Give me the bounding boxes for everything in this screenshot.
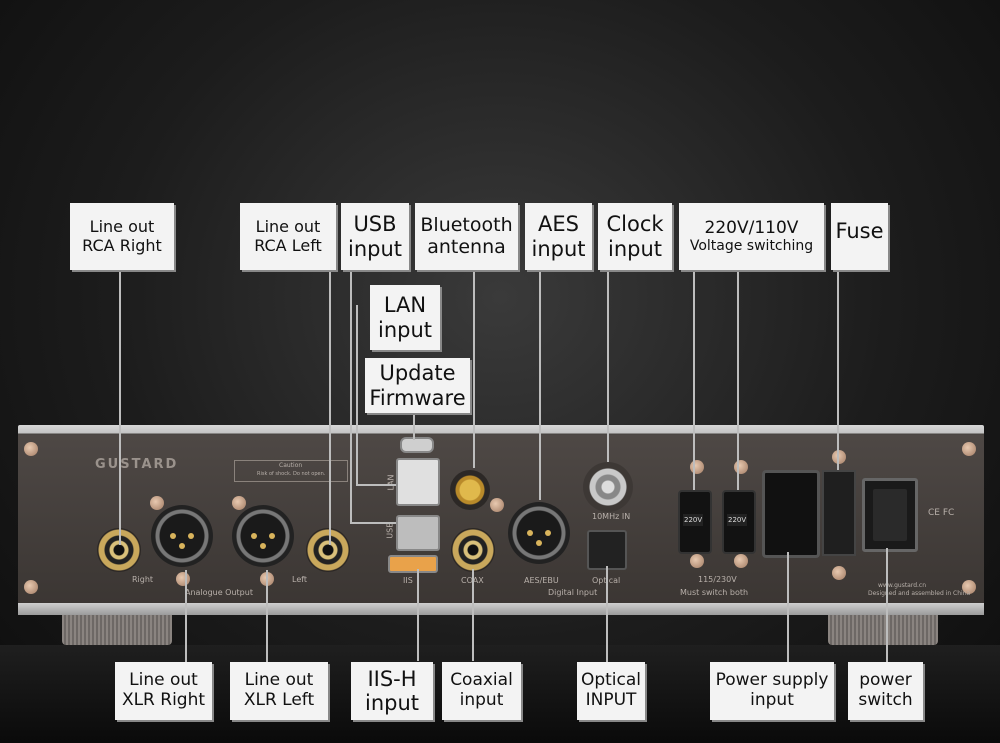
leader-line (539, 270, 541, 500)
caution-box: Caution Risk of shock. Do not open. (234, 460, 348, 482)
lan-port[interactable] (396, 458, 440, 506)
leader-line (350, 270, 352, 523)
device-foot-right (828, 615, 938, 645)
iis-port-label: IIS (403, 576, 413, 585)
label-fuse: Fuse (831, 203, 888, 270)
leader-line (329, 270, 331, 545)
power-switch[interactable] (862, 478, 918, 552)
screw (176, 572, 190, 586)
brand-logo: GUSTARD (95, 457, 179, 472)
screw (150, 496, 164, 510)
optical-port[interactable] (587, 530, 627, 570)
aes-port-label: AES/EBU (524, 576, 559, 585)
rca-left-jack[interactable] (306, 528, 350, 572)
coax-jack[interactable] (451, 528, 495, 572)
leader-line (472, 569, 474, 661)
digital-input-label: Digital Input (548, 588, 598, 597)
device-foot-left (62, 615, 172, 645)
leader-line (606, 566, 608, 662)
usb-port-label: USB (385, 522, 395, 539)
usb-b-port[interactable] (396, 515, 440, 551)
leader-line (693, 272, 695, 490)
screw (962, 580, 976, 594)
leader-line (413, 410, 415, 440)
caution-subtitle: Risk of shock. Do not open. (257, 471, 326, 477)
power-inlet[interactable] (762, 470, 820, 558)
voltage-switch-2[interactable]: 220V (722, 490, 756, 554)
leader-line (356, 484, 396, 486)
screw (24, 442, 38, 456)
clock-bnc-connector[interactable] (583, 462, 633, 512)
caution-title: Caution (279, 462, 303, 469)
aes-jack[interactable] (508, 502, 570, 564)
xlr-left-jack[interactable] (232, 505, 294, 567)
clock-port-label: 10MHz IN (592, 512, 631, 521)
left-output-label: Left (292, 575, 308, 584)
must-switch-label: Must switch both (680, 588, 749, 597)
website-label: www.gustard.cn (878, 582, 927, 589)
screw (832, 450, 846, 464)
usb-c-port[interactable] (400, 437, 434, 453)
screw (832, 566, 846, 580)
leader-line (417, 569, 419, 661)
leader-line (473, 268, 475, 468)
xlr-right-jack[interactable] (151, 505, 213, 567)
screw (24, 580, 38, 594)
leader-line (737, 272, 739, 490)
screw (962, 442, 976, 456)
leader-line (837, 272, 839, 470)
analogue-output-label: Analogue Output (185, 588, 253, 597)
screw (734, 554, 748, 568)
leader-line (119, 270, 121, 545)
leader-line (266, 570, 268, 662)
leader-line (787, 552, 789, 662)
leader-line (356, 305, 358, 485)
screw (232, 496, 246, 510)
made-in-label: Designed and assembled in China (868, 590, 971, 597)
panel-bottom-edge (18, 603, 984, 615)
lan-port-label: LAN (386, 474, 396, 491)
voltage-switch-1[interactable]: 220V (678, 490, 712, 554)
screw (690, 554, 704, 568)
leader-line (350, 522, 396, 524)
leader-line (886, 548, 888, 662)
certification-marks: CE FC (928, 508, 955, 518)
leader-line (607, 270, 609, 462)
fuse-holder[interactable] (822, 470, 856, 556)
screw (490, 498, 504, 512)
right-output-label: Right (132, 575, 154, 584)
voltage-label: 115/230V (698, 575, 737, 584)
leader-line (185, 570, 187, 662)
bluetooth-antenna-connector[interactable] (450, 470, 490, 510)
iis-port[interactable] (388, 555, 438, 573)
